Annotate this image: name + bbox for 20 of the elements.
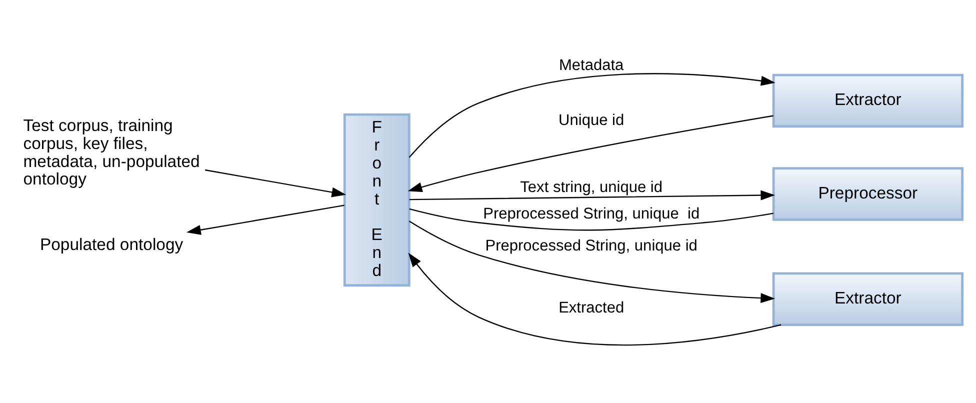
node-box: Extractor (772, 272, 964, 326)
arrow (408, 220, 776, 304)
node-box: Preprocessor (772, 167, 964, 221)
edge-label: Extracted (558, 300, 624, 317)
edge-label: Metadata (558, 57, 624, 74)
node-box: Extractor (772, 74, 964, 128)
arrow (186, 204, 344, 235)
connector (409, 208, 774, 231)
edge-label: Preprocessed String, unique id (485, 238, 698, 255)
arrow (408, 73, 776, 158)
edge-label: Text string, unique id (520, 179, 662, 196)
arrow (408, 252, 782, 346)
node-text: Test corpus, training corpus, key files, metadata, un-populated ontology (23, 116, 200, 189)
edge-label: Unique id (558, 112, 624, 130)
node-text: Populated ontology (40, 234, 184, 254)
arrow (205, 169, 346, 198)
node-box: Front End (343, 113, 410, 287)
edge-label: Preprocessed String, unique id (483, 205, 700, 222)
arrow (408, 115, 774, 192)
arrow (409, 190, 776, 200)
